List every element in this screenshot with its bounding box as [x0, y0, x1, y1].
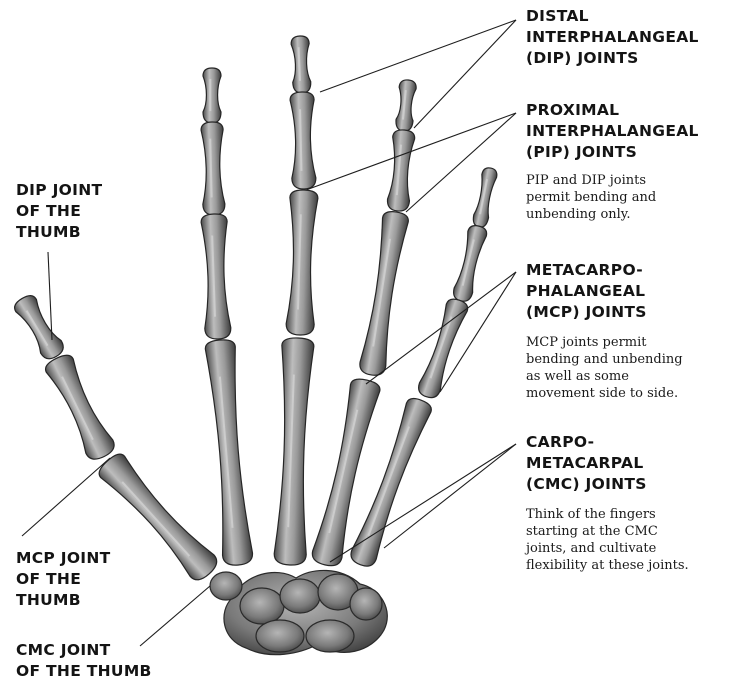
ring-distal-phalanx-shape [395, 79, 417, 132]
middle-distal-phalanx-highlight [299, 47, 300, 81]
thumb-metacarpal [95, 450, 221, 584]
thumb-distal-phalanx-shape [12, 292, 67, 362]
mcp-joints-note: MCP joints permit bending and unbending … [526, 334, 683, 402]
middle-middle-phalanx-shape [290, 92, 316, 190]
pip-joints-label: PROXIMAL INTERPHALANGEAL (PIP) JOINTS [526, 100, 699, 163]
cmc-joints-label: CARPO- METACARPAL (CMC) JOINTS [526, 432, 647, 495]
index-middle-phalanx [201, 122, 225, 216]
little-middle-phalanx [452, 224, 489, 303]
carpal-bones [210, 570, 387, 654]
ring-proximal-phalanx [358, 210, 409, 377]
index-metacarpal [205, 339, 254, 566]
thumb-distal-phalanx [12, 292, 67, 362]
thumb-proximal-phalanx [43, 352, 118, 463]
ring-middle-phalanx [387, 129, 416, 212]
dip-joints-label: DISTAL INTERPHALANGEAL (DIP) JOINTS [526, 6, 699, 69]
little-metacarpal-highlight [368, 427, 409, 536]
thumb-mcp-joint-label: MCP JOINT OF THE THUMB [16, 548, 111, 611]
ring-middle-phalanx-shape [387, 129, 416, 212]
index-proximal-phalanx [201, 214, 231, 340]
middle-proximal-phalanx-shape [286, 190, 318, 336]
cmc-joints-note: Think of the fingers starting at the CMC… [526, 506, 689, 574]
thumb-metacarpal-highlight [122, 482, 189, 556]
middle-middle-phalanx-highlight [300, 109, 301, 171]
little-middle-phalanx-shape [452, 224, 489, 303]
index-middle-phalanx-shape [201, 122, 225, 216]
mcp-joints-label: METACARPO- PHALANGEAL (MCP) JOINTS [526, 260, 647, 323]
thumb-cmc-joint-label: CMC JOINT OF THE THUMB [16, 640, 152, 682]
ring-distal-phalanx [395, 79, 417, 132]
pip-joints-note: PIP and DIP joints permit bending and un… [526, 172, 656, 223]
middle-distal-phalanx [291, 36, 311, 94]
ring-proximal-phalanx-shape [358, 210, 409, 377]
middle-proximal-phalanx [286, 190, 318, 336]
index-distal-phalanx [203, 68, 221, 123]
little-distal-phalanx [472, 167, 498, 229]
little-distal-phalanx-shape [472, 167, 498, 229]
index-proximal-phalanx-shape [201, 214, 231, 340]
thumb-dip-joint-label: DIP JOINT OF THE THUMB [16, 180, 102, 243]
middle-distal-phalanx-shape [291, 36, 311, 94]
thumb-metacarpal-shape [95, 450, 221, 584]
thumb-proximal-phalanx-shape [43, 352, 118, 463]
middle-middle-phalanx [290, 92, 316, 190]
index-metacarpal-shape [205, 339, 254, 566]
index-distal-phalanx-shape [203, 68, 221, 123]
middle-metacarpal [274, 337, 314, 565]
index-middle-phalanx-highlight [210, 139, 211, 198]
middle-metacarpal-shape [274, 337, 314, 565]
